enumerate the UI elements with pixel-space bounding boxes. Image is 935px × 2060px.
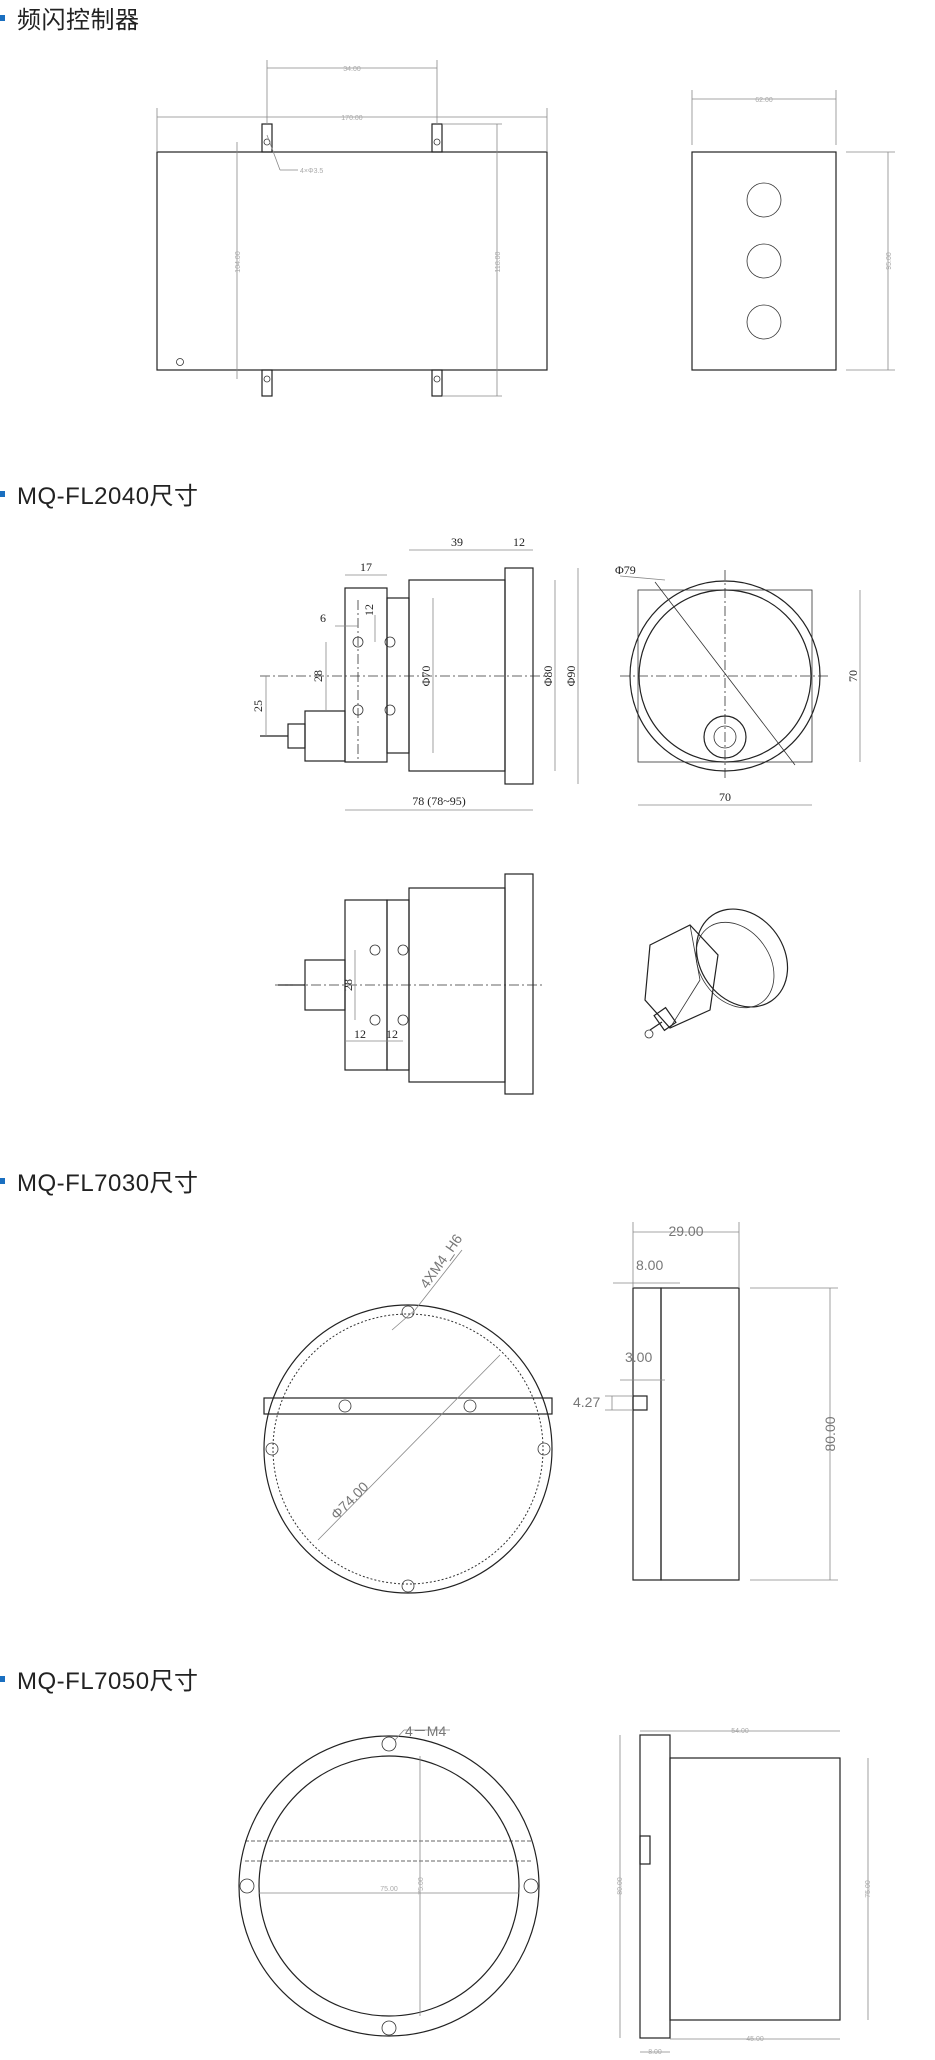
dim-holes-label: 4XM4_H6 [416,1231,465,1291]
dim-80-label: 80.00 [822,1416,838,1451]
dim-bottom-label: 45.00 [746,2036,764,2043]
title-marker [0,14,5,21]
dim-17-label: 17 [360,560,372,574]
title-text: MQ-FL2040尺寸 [17,483,199,510]
title-text: MQ-FL7050尺寸 [17,1668,199,1695]
dim-side-w-label: 62.00 [755,97,773,104]
dim-phi79-label: Φ79 [615,563,636,577]
title-marker [0,490,5,497]
dim-8-label: 8.00 [636,1257,663,1273]
dim-28-label: 28 [311,670,325,682]
dim-hole-label: 4×Φ3.5 [300,168,323,175]
controller-side-view: 62.00 95.00 [691,90,895,371]
dim-12a-label: 12 [513,535,525,549]
dim-width-label: 170.00 [341,115,363,122]
dim-25-label: 25 [251,700,265,712]
dim-side-h2-label: 75.00 [865,1880,872,1898]
dim-12d-label: 12 [386,1027,398,1041]
dim-phi74-label: Φ74.00 [327,1478,371,1522]
dim-70v-label: 70 [846,670,860,682]
dim-inner-label: 75.00 [380,1886,398,1893]
title-text: MQ-FL7030尺寸 [17,1170,199,1197]
dim-bottom2-label: 8.00 [648,2049,662,2056]
fl7050-side-view: 54.00 80.00 75.00 45.00 8.00 [617,1728,872,2056]
dim-427-label: 4.27 [573,1394,600,1410]
dim-holes7050-label: 4－M4 [405,1723,446,1739]
dim-side-h-label: 95.00 [886,252,893,270]
dim-12b-label: 12 [362,604,376,616]
controller-front-view: 34.00 170.00 4×Φ3.5 104.00 118.00 [156,60,548,397]
title-text: 频闪控制器 [17,7,140,34]
fl2040-side-view: 17 39 12 6 12 28 25 Φ70 Φ80 Φ90 78 (78~9… [251,535,579,811]
fl7030-front-view: Φ74.00 4XM4_H6 [263,1231,553,1594]
title-marker [0,1177,5,1184]
fl2040-top-view: 28 12 12 [275,873,545,1095]
dim-6-label: 6 [320,611,326,625]
fl2040-isometric-view [644,908,789,1039]
section-title-controller: 频闪控制器 [0,0,140,35]
dim-length-label: 78 (78~95) [412,794,465,808]
dim-39-label: 39 [451,535,463,549]
dim-phi80-label: Φ80 [541,666,555,687]
dim-12c-label: 12 [354,1027,366,1041]
section-title-fl2040: MQ-FL2040尺寸 [0,476,199,511]
dim-vert-label: 75.00 [418,1877,425,1895]
dim-top-label: 34.00 [343,66,361,73]
dim-outer-h-label: 118.00 [495,251,502,272]
fl7050-front-view: 75.00 75.00 4－M4 [238,1723,540,2037]
dim-70h-label: 70 [719,790,731,804]
dim-28b-label: 28 [341,979,355,991]
dim-3-label: 3.00 [625,1349,652,1365]
dim-side-h7050-label: 80.00 [617,1877,624,1895]
dim-phi70-label: Φ70 [419,666,433,687]
fl7030-side-view: 29.00 8.00 3.00 4.27 80.00 [573,1222,838,1581]
fl2040-front-view: Φ79 70 70 [615,563,861,806]
dim-inner-h-label: 104.00 [235,251,242,273]
title-marker [0,1675,5,1682]
dim-29-label: 29.00 [668,1223,703,1239]
dim-phi90-label: Φ90 [564,666,578,687]
dim-side-w7050-label: 54.00 [731,1728,749,1735]
section-title-fl7030: MQ-FL7030尺寸 [0,1163,199,1198]
section-title-fl7050: MQ-FL7050尺寸 [0,1661,199,1696]
